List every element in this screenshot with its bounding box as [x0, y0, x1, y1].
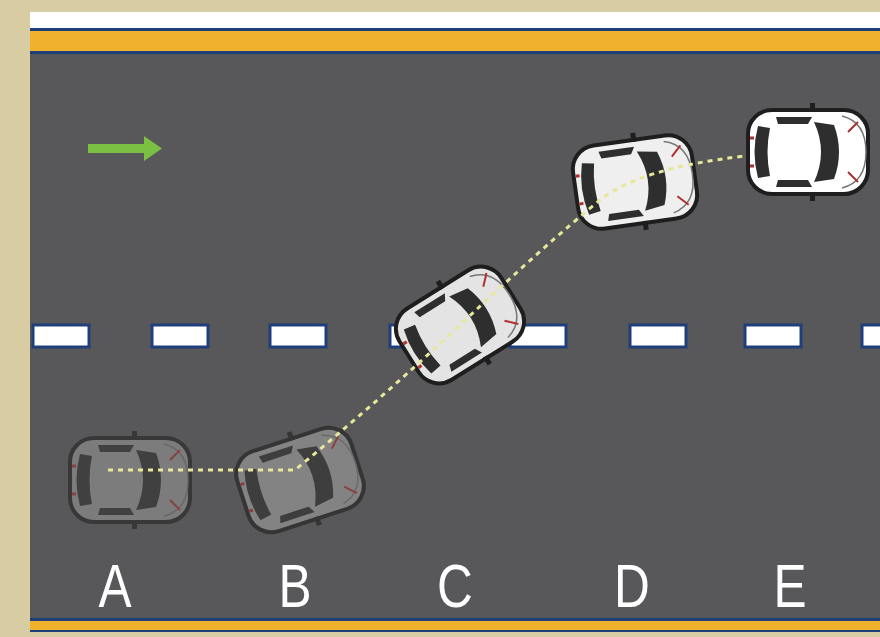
road-edge: [30, 28, 880, 54]
yellow-line: [30, 31, 880, 51]
position-label: C: [437, 555, 473, 617]
car-position-b: [228, 415, 372, 545]
frame: [30, 12, 880, 632]
position-label: B: [278, 555, 311, 617]
car-position-e: [748, 103, 868, 201]
road-surface: [30, 54, 880, 620]
road-edge: [30, 618, 880, 632]
car-position-a: [70, 431, 190, 529]
position-label: A: [98, 555, 131, 617]
yellow-line: [30, 621, 880, 630]
position-label: E: [773, 555, 806, 617]
direction-arrow: [88, 136, 162, 161]
vehicle-path: [108, 156, 745, 470]
position-label: D: [614, 555, 650, 617]
